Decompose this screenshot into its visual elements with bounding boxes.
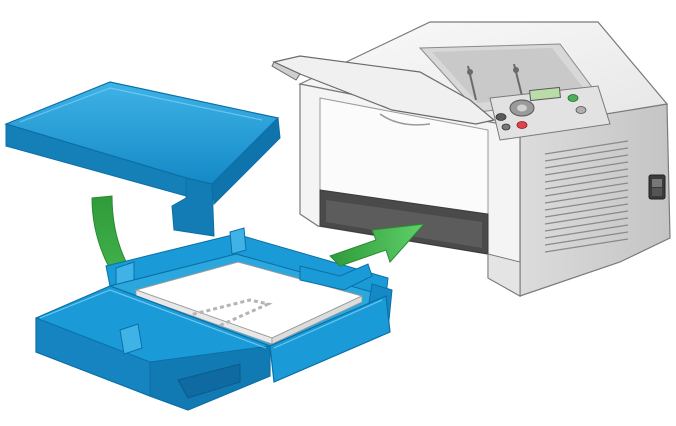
operator-panel bbox=[489, 85, 611, 141]
tray-cover bbox=[4, 81, 281, 237]
paper-tray bbox=[35, 227, 393, 411]
red-button-icon bbox=[516, 121, 528, 129]
straight-arrow-icon bbox=[329, 223, 426, 267]
printer bbox=[271, 21, 671, 298]
power-switch-icon bbox=[648, 174, 666, 200]
lcd-display bbox=[529, 86, 561, 102]
side-vent-grille bbox=[544, 140, 629, 253]
green-button-icon bbox=[567, 94, 579, 102]
